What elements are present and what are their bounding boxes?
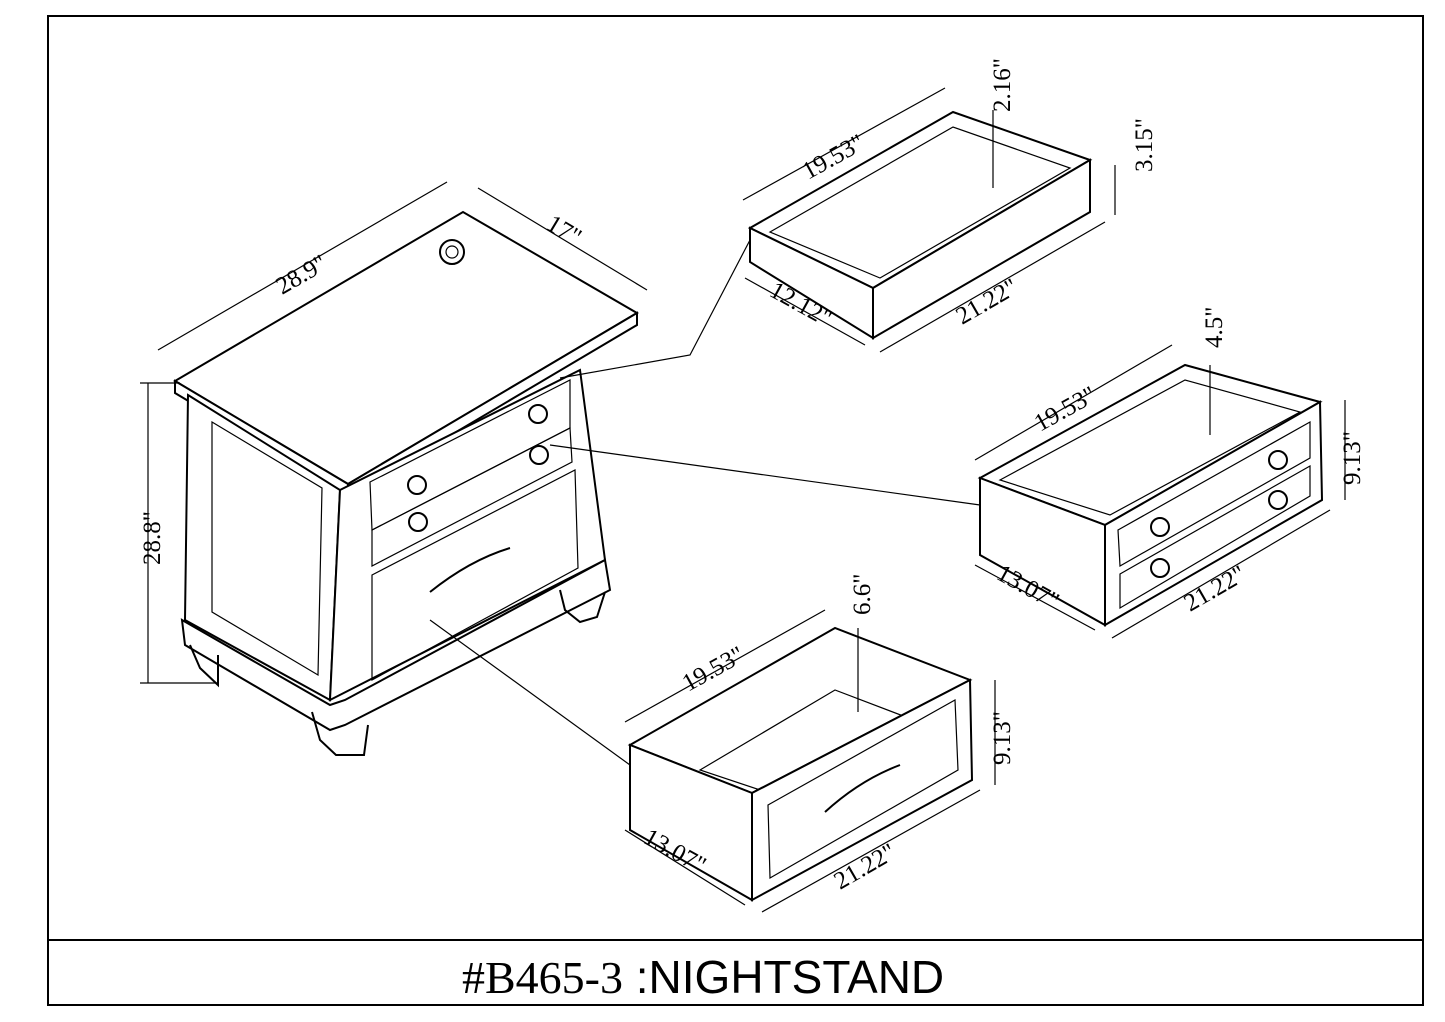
dim-line (744, 277, 866, 346)
dim-front-height: 9.13" (989, 711, 1016, 765)
dim-inner-height: 2.16" (989, 58, 1016, 112)
side-inset (211, 420, 323, 677)
model-code-text: #B465-3 (462, 952, 623, 1003)
handle-icon (429, 547, 511, 593)
dim-line (974, 344, 1173, 461)
dim-inner-height: 6.6" (849, 574, 876, 615)
dim-line (742, 87, 946, 201)
bottom-drawer-front (751, 678, 974, 902)
knob-icon (1150, 517, 1170, 537)
drawer-panel (1117, 420, 1311, 568)
dim-line-width (157, 181, 448, 351)
title-block: #B465-3 :NIGHTSTAND (462, 951, 944, 1003)
middle-drawer-floor (998, 379, 1302, 516)
drawer-2-front (371, 427, 573, 567)
drawer-panel (767, 698, 959, 880)
leader-middle-drawer (549, 444, 981, 506)
knob-icon (1268, 450, 1288, 470)
dim-depth: 17" (542, 210, 586, 251)
dim-line (624, 609, 826, 723)
foot-right (559, 589, 606, 624)
drawer-3-front (371, 469, 579, 682)
usb-port-icon (439, 239, 465, 265)
dim-front-height: 3.15" (1131, 118, 1158, 172)
foot-front (311, 711, 369, 756)
top-drawer-floor (768, 126, 1072, 279)
top-drawer-front (872, 158, 1091, 340)
dim-line-depth (477, 187, 648, 291)
dim-line (761, 789, 981, 913)
dim-height: 28.8" (139, 511, 166, 565)
dim-line (974, 564, 1096, 631)
usb-port-inner (445, 245, 459, 259)
knob-icon (407, 475, 427, 495)
knob-icon (528, 404, 548, 424)
knob-icon (408, 512, 428, 532)
knob-icon (1268, 490, 1288, 510)
base (180, 558, 612, 732)
model-code: #B465-3 :NIGHTSTAND (462, 951, 944, 1003)
foot-left (189, 644, 219, 688)
handle-icon (824, 764, 901, 813)
frame-border (47, 15, 1424, 1006)
bottom-drawer: 19.53" 6.6" 9.13" 13.07" 21.22" (624, 574, 1016, 913)
dim-line (624, 829, 746, 906)
dim-width: 28.9" (272, 250, 332, 300)
top-drawer: 19.53" 2.16" 3.15" 12.12" 21.22" (742, 58, 1158, 353)
leader-bottom-drawer (429, 619, 631, 766)
nightstand: 28.9" 17" 28.8" (139, 181, 981, 766)
dim-front-height: 9.13" (1339, 431, 1366, 485)
knob-icon (1150, 558, 1170, 578)
dim-inner-height: 4.5" (1201, 307, 1228, 348)
dim-line (879, 221, 1106, 353)
dim-line (1111, 509, 1331, 639)
drawer-panel (1119, 464, 1311, 610)
product-name: :NIGHTSTAND (623, 951, 944, 1003)
leader-top-drawer (559, 239, 751, 379)
knob-icon (529, 445, 549, 465)
middle-drawer: 19.53" 4.5" 9.13" 13.07" 21.22" (974, 307, 1366, 639)
